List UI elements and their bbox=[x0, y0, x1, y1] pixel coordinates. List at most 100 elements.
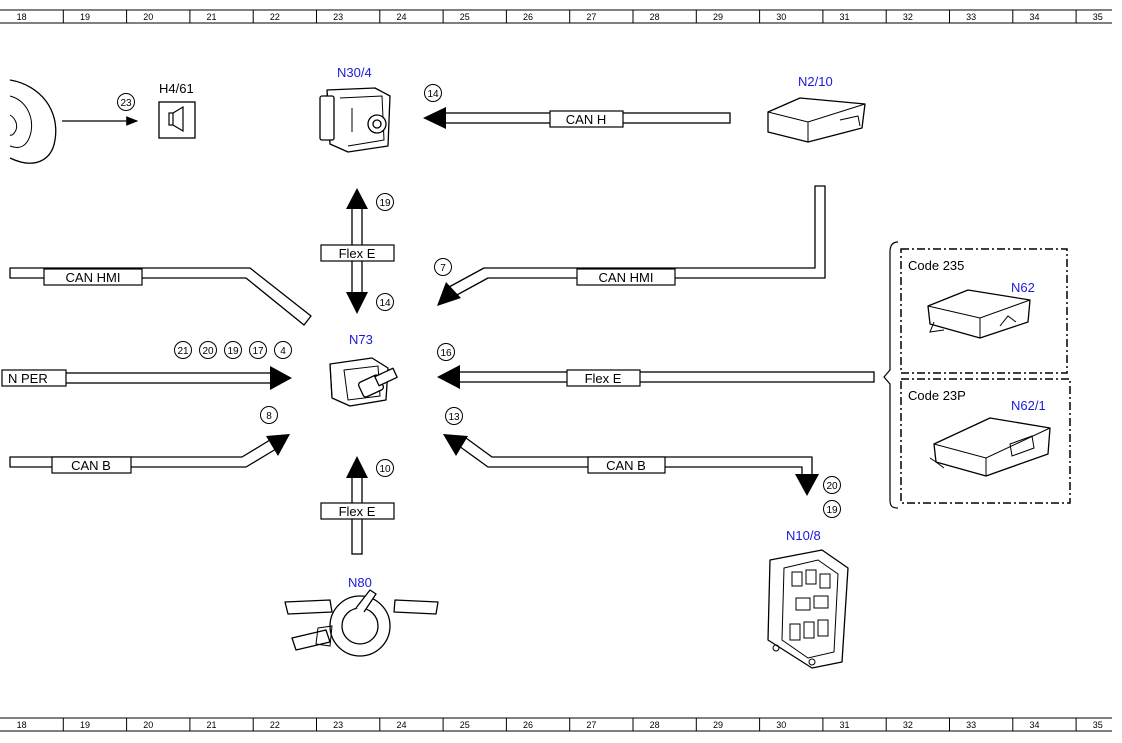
ruler-number: 28 bbox=[650, 12, 660, 22]
ruler-number: 21 bbox=[207, 720, 217, 730]
svg-text:14: 14 bbox=[427, 89, 439, 100]
svg-text:17: 17 bbox=[252, 346, 264, 357]
can-hmi-right-bus: CAN HMI bbox=[437, 185, 826, 306]
n2-10-control-unit bbox=[767, 97, 866, 143]
n73-ignition-module bbox=[329, 357, 398, 407]
ruler-number: 31 bbox=[840, 720, 850, 730]
can-b-right-label: CAN B bbox=[606, 458, 646, 473]
ref-per-group: 21 20 19 17 4 bbox=[174, 341, 292, 359]
ruler-number: 29 bbox=[713, 12, 723, 22]
ruler-number: 31 bbox=[840, 12, 850, 22]
ruler-number: 27 bbox=[586, 720, 596, 730]
can-per-label: N PER bbox=[8, 371, 48, 386]
svg-text:10: 10 bbox=[379, 464, 391, 475]
ruler-number: 22 bbox=[270, 12, 280, 22]
ref-can-hmi: 7 bbox=[434, 258, 452, 276]
ruler-number: 35 bbox=[1093, 720, 1103, 730]
ruler-number: 24 bbox=[396, 720, 406, 730]
ref-n10-group: 20 19 bbox=[823, 476, 841, 518]
ruler-number: 35 bbox=[1093, 12, 1103, 22]
n10-8-label: N10/8 bbox=[786, 528, 821, 543]
n80-steering-column-module bbox=[284, 589, 439, 657]
ruler-number: 27 bbox=[586, 12, 596, 22]
flex-e-bottom-bus: Flex E bbox=[320, 456, 395, 555]
ruler-number: 32 bbox=[903, 12, 913, 22]
flex-e-right-label: Flex E bbox=[585, 371, 622, 386]
ruler-number: 26 bbox=[523, 720, 533, 730]
can-b-left-bus: CAN B bbox=[9, 434, 290, 474]
ruler-number: 18 bbox=[17, 12, 27, 22]
svg-text:14: 14 bbox=[379, 298, 391, 309]
code-23p-box: Code 23P N62/1 bbox=[900, 378, 1071, 504]
svg-text:7: 7 bbox=[440, 263, 446, 274]
ruler-number: 33 bbox=[966, 12, 976, 22]
code-235-box: Code 235 N62 bbox=[900, 248, 1068, 374]
svg-text:19: 19 bbox=[826, 505, 838, 516]
ref-flex-down: 14 bbox=[376, 293, 394, 311]
ruler-number: 24 bbox=[396, 12, 406, 22]
svg-text:20: 20 bbox=[202, 346, 214, 357]
can-hmi-left-bus: CAN HMI bbox=[9, 267, 312, 326]
ruler-number: 23 bbox=[333, 720, 343, 730]
svg-text:13: 13 bbox=[448, 412, 460, 423]
flex-e-bottom-label: Flex E bbox=[339, 504, 376, 519]
option-bracket bbox=[883, 241, 899, 509]
can-h-bus: CAN H bbox=[423, 107, 731, 129]
can-hmi-left-label: CAN HMI bbox=[66, 270, 121, 285]
n62-label: N62 bbox=[1011, 280, 1035, 295]
ruler-number: 20 bbox=[143, 12, 153, 22]
svg-text:16: 16 bbox=[440, 348, 452, 359]
ruler-number: 23 bbox=[333, 12, 343, 22]
h4-61-label: H4/61 bbox=[159, 81, 194, 96]
n62-control-unit bbox=[927, 289, 1031, 339]
n30-4-control-unit bbox=[319, 87, 391, 153]
ruler-number: 21 bbox=[207, 12, 217, 22]
ruler-number: 19 bbox=[80, 720, 90, 730]
n73-label: N73 bbox=[349, 332, 373, 347]
ruler-number: 34 bbox=[1029, 720, 1039, 730]
svg-text:20: 20 bbox=[826, 481, 838, 492]
can-per-bus: N PER bbox=[1, 366, 292, 390]
can-hmi-right-label: CAN HMI bbox=[599, 270, 654, 285]
n2-10-label: N2/10 bbox=[798, 74, 833, 89]
ruler-number: 20 bbox=[143, 720, 153, 730]
flex-e-top-bus: Flex E bbox=[320, 188, 395, 314]
ruler-number: 25 bbox=[460, 720, 470, 730]
n30-4-label: N30/4 bbox=[337, 65, 372, 80]
n10-8-fuse-relay-module bbox=[767, 549, 849, 669]
svg-text:21: 21 bbox=[177, 346, 189, 357]
ruler-number: 25 bbox=[460, 12, 470, 22]
code-23p-label: Code 23P bbox=[908, 388, 966, 403]
ruler-number: 19 bbox=[80, 12, 90, 22]
partial-round-component bbox=[9, 79, 57, 164]
flex-e-right-bus: Flex E bbox=[437, 365, 875, 389]
ref-flex-up: 19 bbox=[376, 193, 394, 211]
speaker-icon bbox=[158, 101, 196, 139]
flex-e-top-label: Flex E bbox=[339, 246, 376, 261]
ruler-number: 32 bbox=[903, 720, 913, 730]
svg-text:19: 19 bbox=[379, 198, 391, 209]
ruler-number: 28 bbox=[650, 720, 660, 730]
ruler-number: 30 bbox=[776, 720, 786, 730]
can-b-left-label: CAN B bbox=[71, 458, 111, 473]
can-b-right-bus: CAN B bbox=[443, 434, 819, 496]
ref-can-h: 14 bbox=[424, 84, 442, 102]
n62-1-label: N62/1 bbox=[1011, 398, 1046, 413]
ref-can-b-right: 13 bbox=[445, 407, 463, 425]
svg-text:8: 8 bbox=[266, 411, 272, 422]
ruler-number: 18 bbox=[17, 720, 27, 730]
ruler-number: 34 bbox=[1029, 12, 1039, 22]
svg-text:23: 23 bbox=[120, 98, 132, 109]
ruler-number: 22 bbox=[270, 720, 280, 730]
svg-text:4: 4 bbox=[280, 346, 286, 357]
svg-text:19: 19 bbox=[227, 346, 239, 357]
n62-1-control-unit bbox=[929, 417, 1051, 477]
ruler-number: 33 bbox=[966, 720, 976, 730]
ruler-number: 30 bbox=[776, 12, 786, 22]
can-h-label: CAN H bbox=[566, 112, 606, 127]
code-235-label: Code 235 bbox=[908, 258, 964, 273]
n80-label: N80 bbox=[348, 575, 372, 590]
